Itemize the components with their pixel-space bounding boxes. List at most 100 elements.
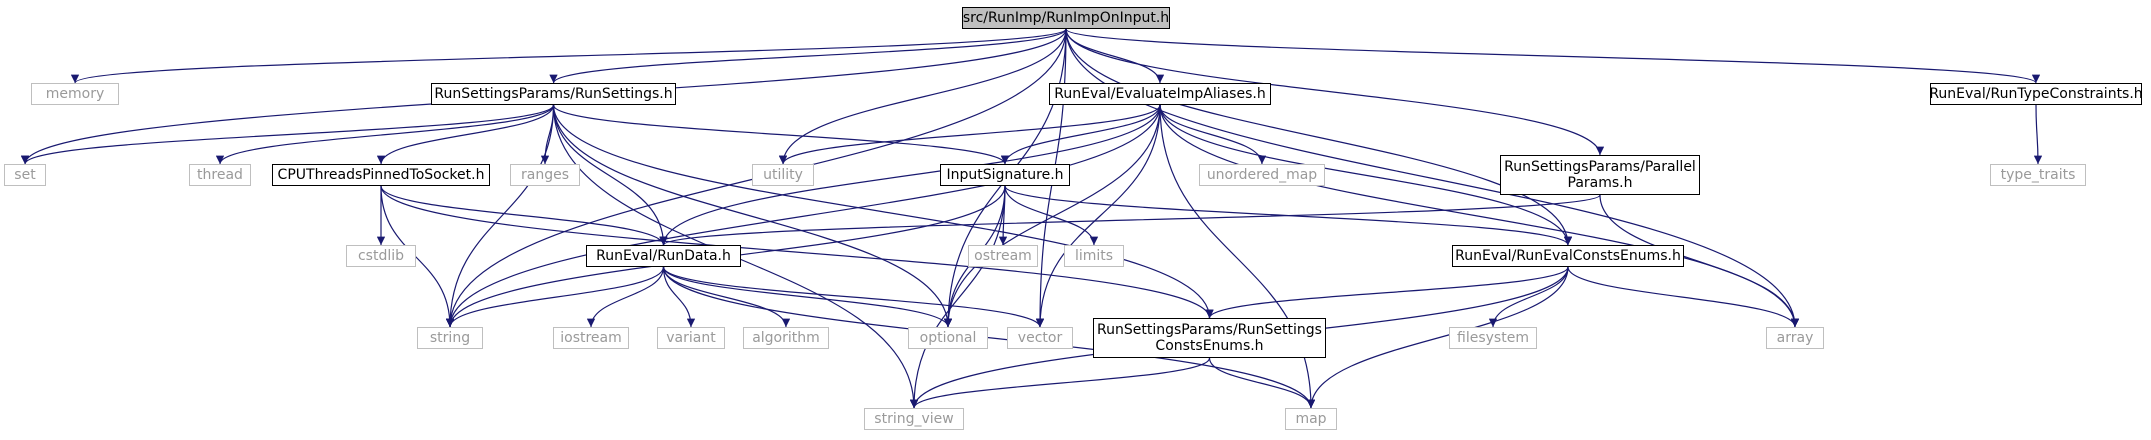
node-label: iostream — [560, 330, 622, 346]
node-label: string_view — [874, 411, 954, 427]
edge-rundata-to-string — [445, 266, 665, 328]
node-memory[interactable]: memory — [31, 83, 119, 105]
node-label-line2: Params.h — [1567, 175, 1633, 191]
node-label: filesystem — [1457, 330, 1529, 346]
node-label: RunEval/RunData.h — [596, 248, 731, 264]
edge-runimponinput-to-runevalconstsenums — [1065, 28, 1573, 246]
edge-parallelparams-to-array — [1599, 194, 1800, 328]
node-cputhreads[interactable]: CPUThreadsPinnedToSocket.h — [272, 164, 490, 186]
node-label: array — [1776, 330, 1814, 346]
edge-runevalconstsenums-to-array — [1567, 266, 1800, 328]
node-variant[interactable]: variant — [657, 327, 725, 349]
edge-runsettings-to-inputsignature — [552, 104, 1010, 165]
node-filesystem[interactable]: filesystem — [1449, 327, 1537, 349]
edge-evaluateimpaliases-to-utility — [778, 104, 1161, 165]
edge-runevalconstsenums-to-map — [1306, 266, 1569, 409]
node-label: set — [14, 167, 36, 183]
edge-cputhreads-to-rundata — [380, 185, 668, 246]
node-label: CPUThreadsPinnedToSocket.h — [277, 167, 485, 183]
edge-runsettings-to-thread — [215, 104, 555, 165]
node-label: variant — [666, 330, 716, 346]
edge-evaluateimpaliases-to-inputsignature — [1000, 104, 1161, 165]
node-label: memory — [45, 86, 105, 102]
edge-evaluateimpaliases-to-string — [445, 104, 1161, 328]
node-utility[interactable]: utility — [752, 164, 814, 186]
edge-runsettingsconstsenums-to-string_view — [909, 357, 1211, 409]
edge-runsettingsconstsenums-to-map — [1208, 357, 1316, 409]
node-label: ostream — [974, 248, 1032, 264]
edge-runtypeconstraints-to-type_traits — [2033, 104, 2043, 165]
node-map[interactable]: map — [1285, 408, 1337, 430]
node-label: InputSignature.h — [946, 167, 1064, 183]
edge-runsettings-to-runsettingsconstsenums — [552, 104, 1214, 319]
edge-rundata-to-algorithm — [662, 266, 791, 328]
edge-runsettings-to-ranges — [540, 104, 555, 165]
node-optional[interactable]: optional — [908, 327, 988, 349]
edge-evaluateimpaliases-to-optional — [943, 104, 1161, 328]
node-label: algorithm — [752, 330, 820, 346]
node-label: ranges — [520, 167, 569, 183]
node-label: src/RunImp/RunImpOnInput.h — [962, 10, 1170, 26]
node-label: RunEval/RunTypeConstraints.h — [1929, 86, 2143, 102]
edge-inputsignature-to-limits — [1004, 185, 1099, 246]
node-runimponinput[interactable]: src/RunImp/RunImpOnInput.h — [962, 7, 1170, 29]
edge-runsettings-to-cputhreads — [376, 104, 555, 165]
edge-runsettings-to-optional — [552, 104, 953, 328]
node-limits[interactable]: limits — [1064, 245, 1124, 267]
node-label: utility — [763, 167, 803, 183]
edge-runsettings-to-rundata — [552, 104, 668, 246]
edge-runimponinput-to-runtypeconstraints — [1065, 28, 2040, 84]
node-label: cstdlib — [357, 248, 405, 264]
node-label: thread — [197, 167, 243, 183]
node-set[interactable]: set — [4, 164, 46, 186]
edge-runevalconstsenums-to-runsettingsconstsenums — [1205, 266, 1569, 319]
node-ostream[interactable]: ostream — [968, 245, 1038, 267]
edge-runimponinput-to-memory — [71, 28, 1067, 84]
edge-runimponinput-to-runsettings — [549, 28, 1067, 84]
node-label: limits — [1074, 248, 1114, 264]
node-string[interactable]: string — [417, 327, 483, 349]
edge-runimponinput-to-evaluateimpaliases — [1065, 28, 1165, 84]
edge-runsettings-to-set — [20, 104, 555, 165]
edge-rundata-to-vector — [662, 266, 1045, 328]
node-rundata[interactable]: RunEval/RunData.h — [586, 245, 741, 267]
node-label: RunEval/EvaluateImpAliases.h — [1054, 86, 1266, 102]
node-unordered-map[interactable]: unordered_map — [1199, 164, 1325, 186]
node-array[interactable]: array — [1766, 327, 1824, 349]
edge-rundata-to-optional — [662, 266, 953, 328]
node-label: type_traits — [2000, 167, 2076, 183]
edge-evaluateimpaliases-to-vector — [1035, 104, 1161, 328]
node-ranges[interactable]: ranges — [510, 164, 580, 186]
node-thread[interactable]: thread — [189, 164, 251, 186]
node-label: string — [429, 330, 471, 346]
edge-cputhreads-to-runsettingsconstsenums — [380, 185, 1214, 319]
node-type-traits[interactable]: type_traits — [1990, 164, 2086, 186]
edge-runsettings-to-string — [445, 104, 555, 328]
node-runevalconstsenums[interactable]: RunEval/RunEvalConstsEnums.h — [1452, 245, 1684, 267]
node-label: map — [1295, 411, 1327, 427]
node-iostream[interactable]: iostream — [553, 327, 629, 349]
node-label: optional — [919, 330, 977, 346]
edge-evaluateimpaliases-to-rundata — [659, 104, 1161, 246]
node-vector[interactable]: vector — [1007, 327, 1073, 349]
edge-rundata-to-variant — [662, 266, 696, 328]
node-label-line1: RunSettingsParams/Parallel — [1504, 159, 1696, 175]
node-label: RunSettingsParams/RunSettings.h — [434, 86, 673, 102]
edge-runimponinput-to-parallelparams — [1065, 28, 1605, 156]
node-label: unordered_map — [1206, 167, 1318, 183]
node-algorithm[interactable]: algorithm — [743, 327, 829, 349]
node-runsettings[interactable]: RunSettingsParams/RunSettings.h — [431, 83, 676, 105]
node-runtypeconstraints[interactable]: RunEval/RunTypeConstraints.h — [1929, 83, 2143, 105]
node-string-view[interactable]: string_view — [864, 408, 964, 430]
node-label-line1: RunSettingsParams/RunSettings — [1097, 322, 1322, 338]
node-inputsignature[interactable]: InputSignature.h — [940, 164, 1070, 186]
node-label: RunEval/RunEvalConstsEnums.h — [1455, 248, 1681, 264]
node-cstdlib[interactable]: cstdlib — [346, 245, 416, 267]
edge-evaluateimpaliases-to-unordered_map — [1159, 104, 1267, 165]
edge-evaluateimpaliases-to-map — [1159, 104, 1316, 409]
edge-runimponinput-to-utility — [778, 28, 1067, 165]
node-evaluateimpaliases[interactable]: RunEval/EvaluateImpAliases.h — [1049, 83, 1271, 105]
